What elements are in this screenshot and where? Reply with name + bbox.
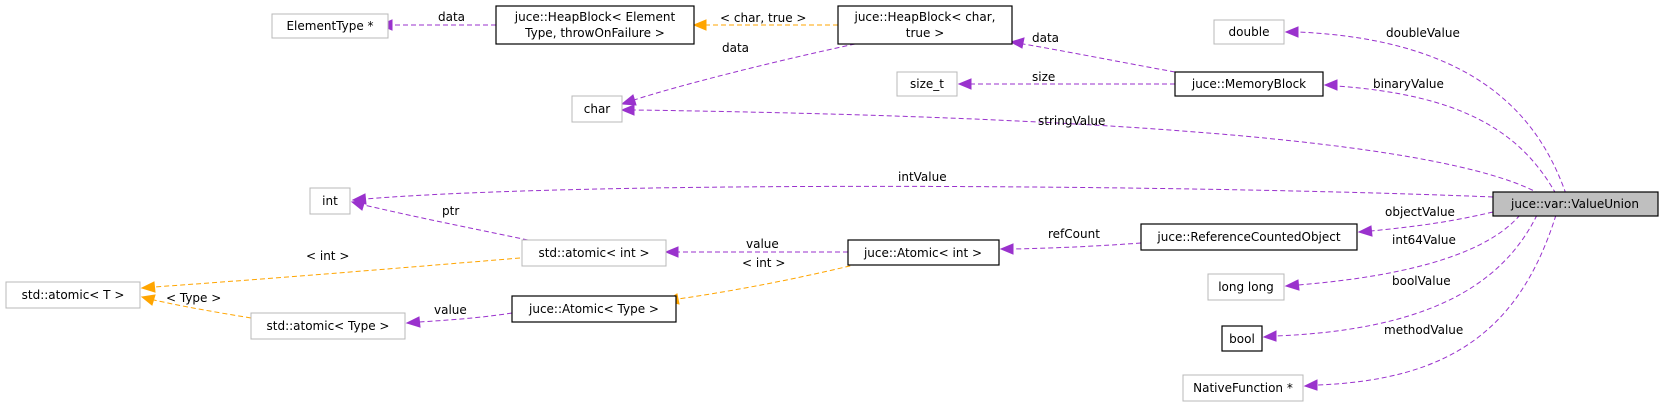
edge-label-ref-count: refCount [1048, 227, 1100, 241]
edge-label-value: value [434, 303, 467, 317]
node-juce-atomic-int[interactable]: juce::Atomic< int > [847, 239, 1000, 266]
edge-label-value: value [746, 237, 779, 251]
node-valueunion[interactable]: juce::var::ValueUnion [1492, 191, 1659, 217]
node-label: std::atomic< T > [22, 288, 125, 302]
arrowhead [1284, 26, 1299, 38]
edge-label-string-value: stringValue [1038, 114, 1105, 128]
node-elementtype-ptr[interactable]: ElementType * [271, 13, 389, 39]
edge-label-data: data [1032, 31, 1059, 45]
edge-juce-atomic-type-to-std-atomic-type [418, 312, 513, 323]
node-label: juce::Atomic< int > [863, 246, 982, 260]
arrowhead [620, 94, 637, 106]
edge-label-data: data [722, 41, 749, 55]
edge-label-int64-value: int64Value [1392, 233, 1456, 247]
edge-valueunion-to-int [364, 185, 1494, 200]
node-size-t[interactable]: size_t [896, 71, 958, 97]
edge-label-size: size [1032, 70, 1055, 84]
node-int[interactable]: int [309, 187, 351, 215]
edge-label-ptr: ptr [442, 204, 459, 218]
node-juce-atomic-type[interactable]: juce::Atomic< Type > [511, 295, 677, 323]
node-refcounted-object[interactable]: juce::ReferenceCountedObject [1140, 223, 1358, 251]
node-native-function-ptr[interactable]: NativeFunction * [1182, 374, 1304, 402]
edge-std-atomic-int-to-std-atomic-t [153, 257, 521, 288]
arrowhead [350, 199, 366, 211]
arrowhead [405, 316, 421, 328]
node-std-atomic-t[interactable]: std::atomic< T > [5, 281, 141, 309]
arrowhead [140, 281, 156, 293]
arrowhead [692, 19, 707, 31]
edge-label-char-true: < char, true > [720, 11, 806, 25]
node-label: size_t [910, 77, 944, 91]
edge-memoryblock-to-heapblock-char [1022, 43, 1176, 73]
arrowhead [1303, 379, 1318, 391]
node-double[interactable]: double [1213, 19, 1285, 45]
node-label: long long [1218, 280, 1274, 294]
node-label: double [1229, 25, 1270, 39]
edge-heapblock-char-to-char [633, 43, 856, 101]
edge-valueunion-to-char [633, 109, 1541, 195]
node-label: char [584, 102, 611, 116]
node-heapblock-element[interactable]: juce::HeapBlock< Element Type, throwOnFa… [495, 5, 695, 45]
node-label: std::atomic< Type > [267, 319, 390, 333]
edge-label-bool-value: boolValue [1392, 274, 1451, 288]
arrowhead [620, 104, 635, 116]
edge-valueunion-to-double [1297, 31, 1567, 195]
arrowhead [957, 78, 972, 90]
edge-label-int-value: intValue [898, 170, 947, 184]
edge-valueunion-to-memoryblock [1336, 85, 1557, 195]
node-std-atomic-int[interactable]: std::atomic< int > [521, 239, 667, 267]
edge-valueunion-to-nativefunction [1316, 214, 1557, 386]
edge-label-lt-type: < Type > [166, 291, 221, 305]
edge-label-lt-int: < int > [742, 256, 785, 270]
edge-refcounted-to-juce-atomic-int [1012, 242, 1142, 250]
node-label: juce::Atomic< Type > [528, 302, 659, 316]
arrowhead [140, 294, 156, 306]
arrowhead [1284, 279, 1300, 291]
arrowhead [1009, 37, 1025, 49]
node-long-long[interactable]: long long [1207, 273, 1285, 301]
edge-label-double-value: doubleValue [1386, 26, 1460, 40]
node-label: std::atomic< int > [538, 246, 649, 260]
edge-labels: data < char, true > data data size doubl… [166, 10, 1463, 337]
edge-valueunion-to-longlong [1297, 214, 1521, 286]
node-char[interactable]: char [571, 95, 623, 123]
node-label-line2: true > [906, 26, 945, 40]
edge-valueunion-to-refcounted [1370, 211, 1494, 232]
arrowhead [664, 246, 679, 258]
node-label: juce::var::ValueUnion [1510, 197, 1639, 211]
edge-juce-atomic-int-to-juce-atomic-type [677, 263, 859, 300]
edge-label-method-value: methodValue [1384, 323, 1463, 337]
node-label: NativeFunction * [1193, 381, 1293, 395]
nodes: ElementType * juce::HeapBlock< Element T… [5, 5, 1659, 402]
edge-std-atomic-type-to-std-atomic-t [153, 299, 252, 319]
arrowhead [1262, 330, 1277, 342]
edge-label-lt-int: < int > [306, 249, 349, 263]
arrowhead [1323, 79, 1338, 91]
arrowhead [999, 243, 1014, 255]
node-label: bool [1229, 332, 1255, 346]
node-label-line1: juce::HeapBlock< Element [514, 10, 676, 24]
edge-label-object-value: objectValue [1385, 205, 1455, 219]
node-memoryblock[interactable]: juce::MemoryBlock [1174, 71, 1324, 97]
edge-std-atomic-int-to-int [363, 204, 529, 241]
edge-label-binary-value: binaryValue [1373, 77, 1444, 91]
node-label-line2: Type, throwOnFailure > [524, 26, 665, 40]
arrowhead [1357, 225, 1373, 237]
edge-label-data: data [438, 10, 465, 24]
node-heapblock-char-true[interactable]: juce::HeapBlock< char, true > [837, 5, 1013, 45]
node-label: int [322, 194, 338, 208]
edges [140, 19, 1567, 391]
node-bool[interactable]: bool [1221, 325, 1263, 352]
edge-valueunion-to-bool [1275, 214, 1538, 337]
node-label: juce::MemoryBlock [1191, 77, 1306, 91]
node-label: ElementType * [286, 19, 373, 33]
node-std-atomic-type[interactable]: std::atomic< Type > [250, 312, 406, 340]
node-label: juce::ReferenceCountedObject [1156, 230, 1340, 244]
node-label-line1: juce::HeapBlock< char, [853, 10, 995, 24]
